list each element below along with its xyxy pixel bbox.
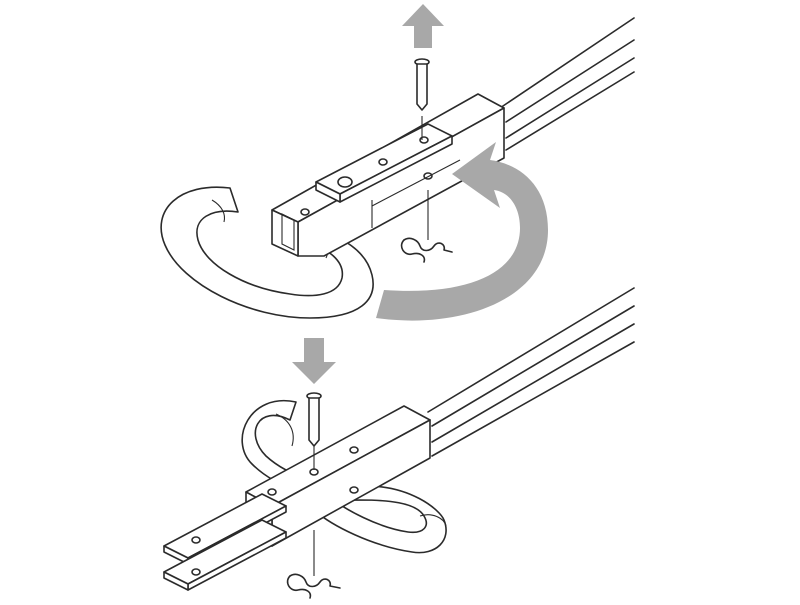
curved-arrow-icon	[376, 142, 548, 321]
top-rail	[499, 17, 635, 151]
bottom-rail	[427, 287, 635, 457]
bottom-flat-bars	[163, 493, 287, 591]
bottom-hairpin-clip	[286, 530, 341, 599]
top-plate	[300, 123, 453, 216]
down-arrow-icon	[292, 338, 336, 384]
top-hairpin-clip	[400, 190, 453, 263]
bottom-assembly	[163, 287, 635, 599]
top-plate-bolt	[337, 176, 353, 188]
top-clevis-pin	[414, 58, 430, 140]
bottom-clevis-pin	[306, 392, 322, 476]
up-arrow-icon	[402, 4, 444, 48]
top-assembly	[160, 4, 635, 321]
